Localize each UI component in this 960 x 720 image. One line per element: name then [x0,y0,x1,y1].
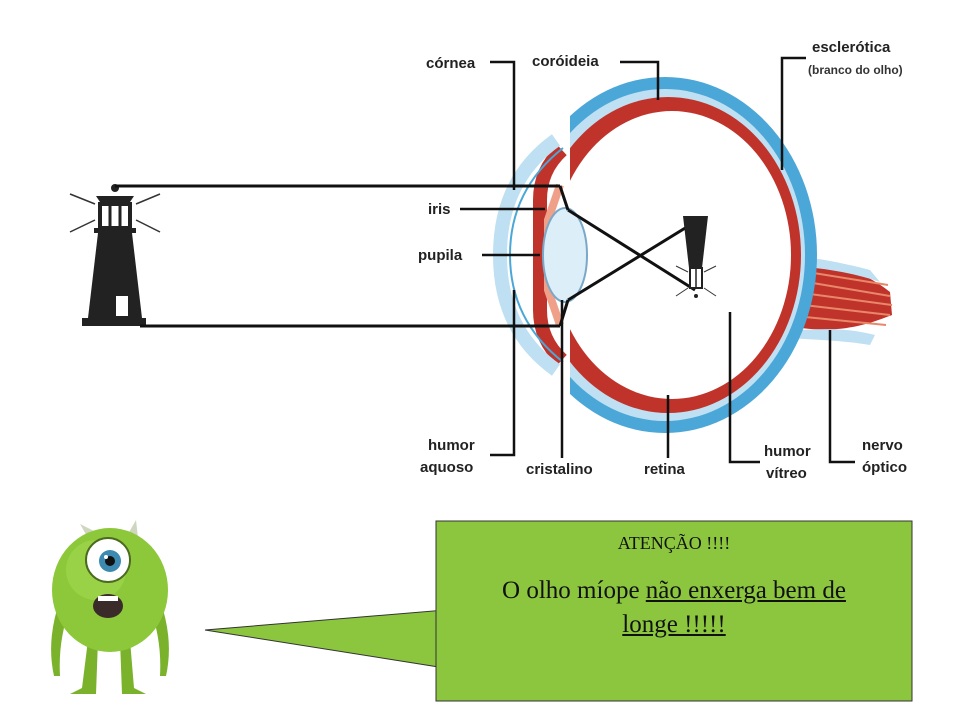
label-sclera: esclerótica [812,39,891,56]
label-vitreous-humor-line1: humor [764,443,811,460]
label-iris: iris [428,201,451,218]
lighthouse-icon [69,184,161,326]
callout-message-underlined-1: não enxerga bem de [645,577,846,604]
callout-message-underlined-2: longe !!!!! [622,611,726,638]
label-optic-nerve-line1: nervo [862,437,903,454]
callout-message: O olho míope não enxerga bem de longe !!!… [436,574,912,642]
inverted-image-icon [675,216,717,298]
label-cornea: córnea [426,55,476,72]
eyeball [492,77,893,433]
label-sclera-note: (branco do olho) [808,63,903,77]
label-optic-nerve-line2: óptico [862,459,907,476]
label-retina: retina [644,461,686,478]
warning-callout: ATENÇÃO !!!! O olho míope não enxerga be… [436,521,912,701]
label-choroid: coróideia [532,53,599,70]
callout-message-plain: O olho míope [502,577,646,604]
label-pupil: pupila [418,247,463,264]
label-aqueous-humor-line1: humor [428,437,475,454]
monster-character-icon [51,520,169,694]
light-rays [115,184,696,328]
label-aqueous-humor-line2: aquoso [420,459,473,476]
label-vitreous-humor-line2: vítreo [766,465,807,482]
callout-title: ATENÇÃO !!!! [617,533,731,553]
crystalline-lens [542,207,588,303]
leader-lines [460,56,855,464]
label-lens: cristalino [526,461,593,478]
speech-bubble [204,520,913,702]
